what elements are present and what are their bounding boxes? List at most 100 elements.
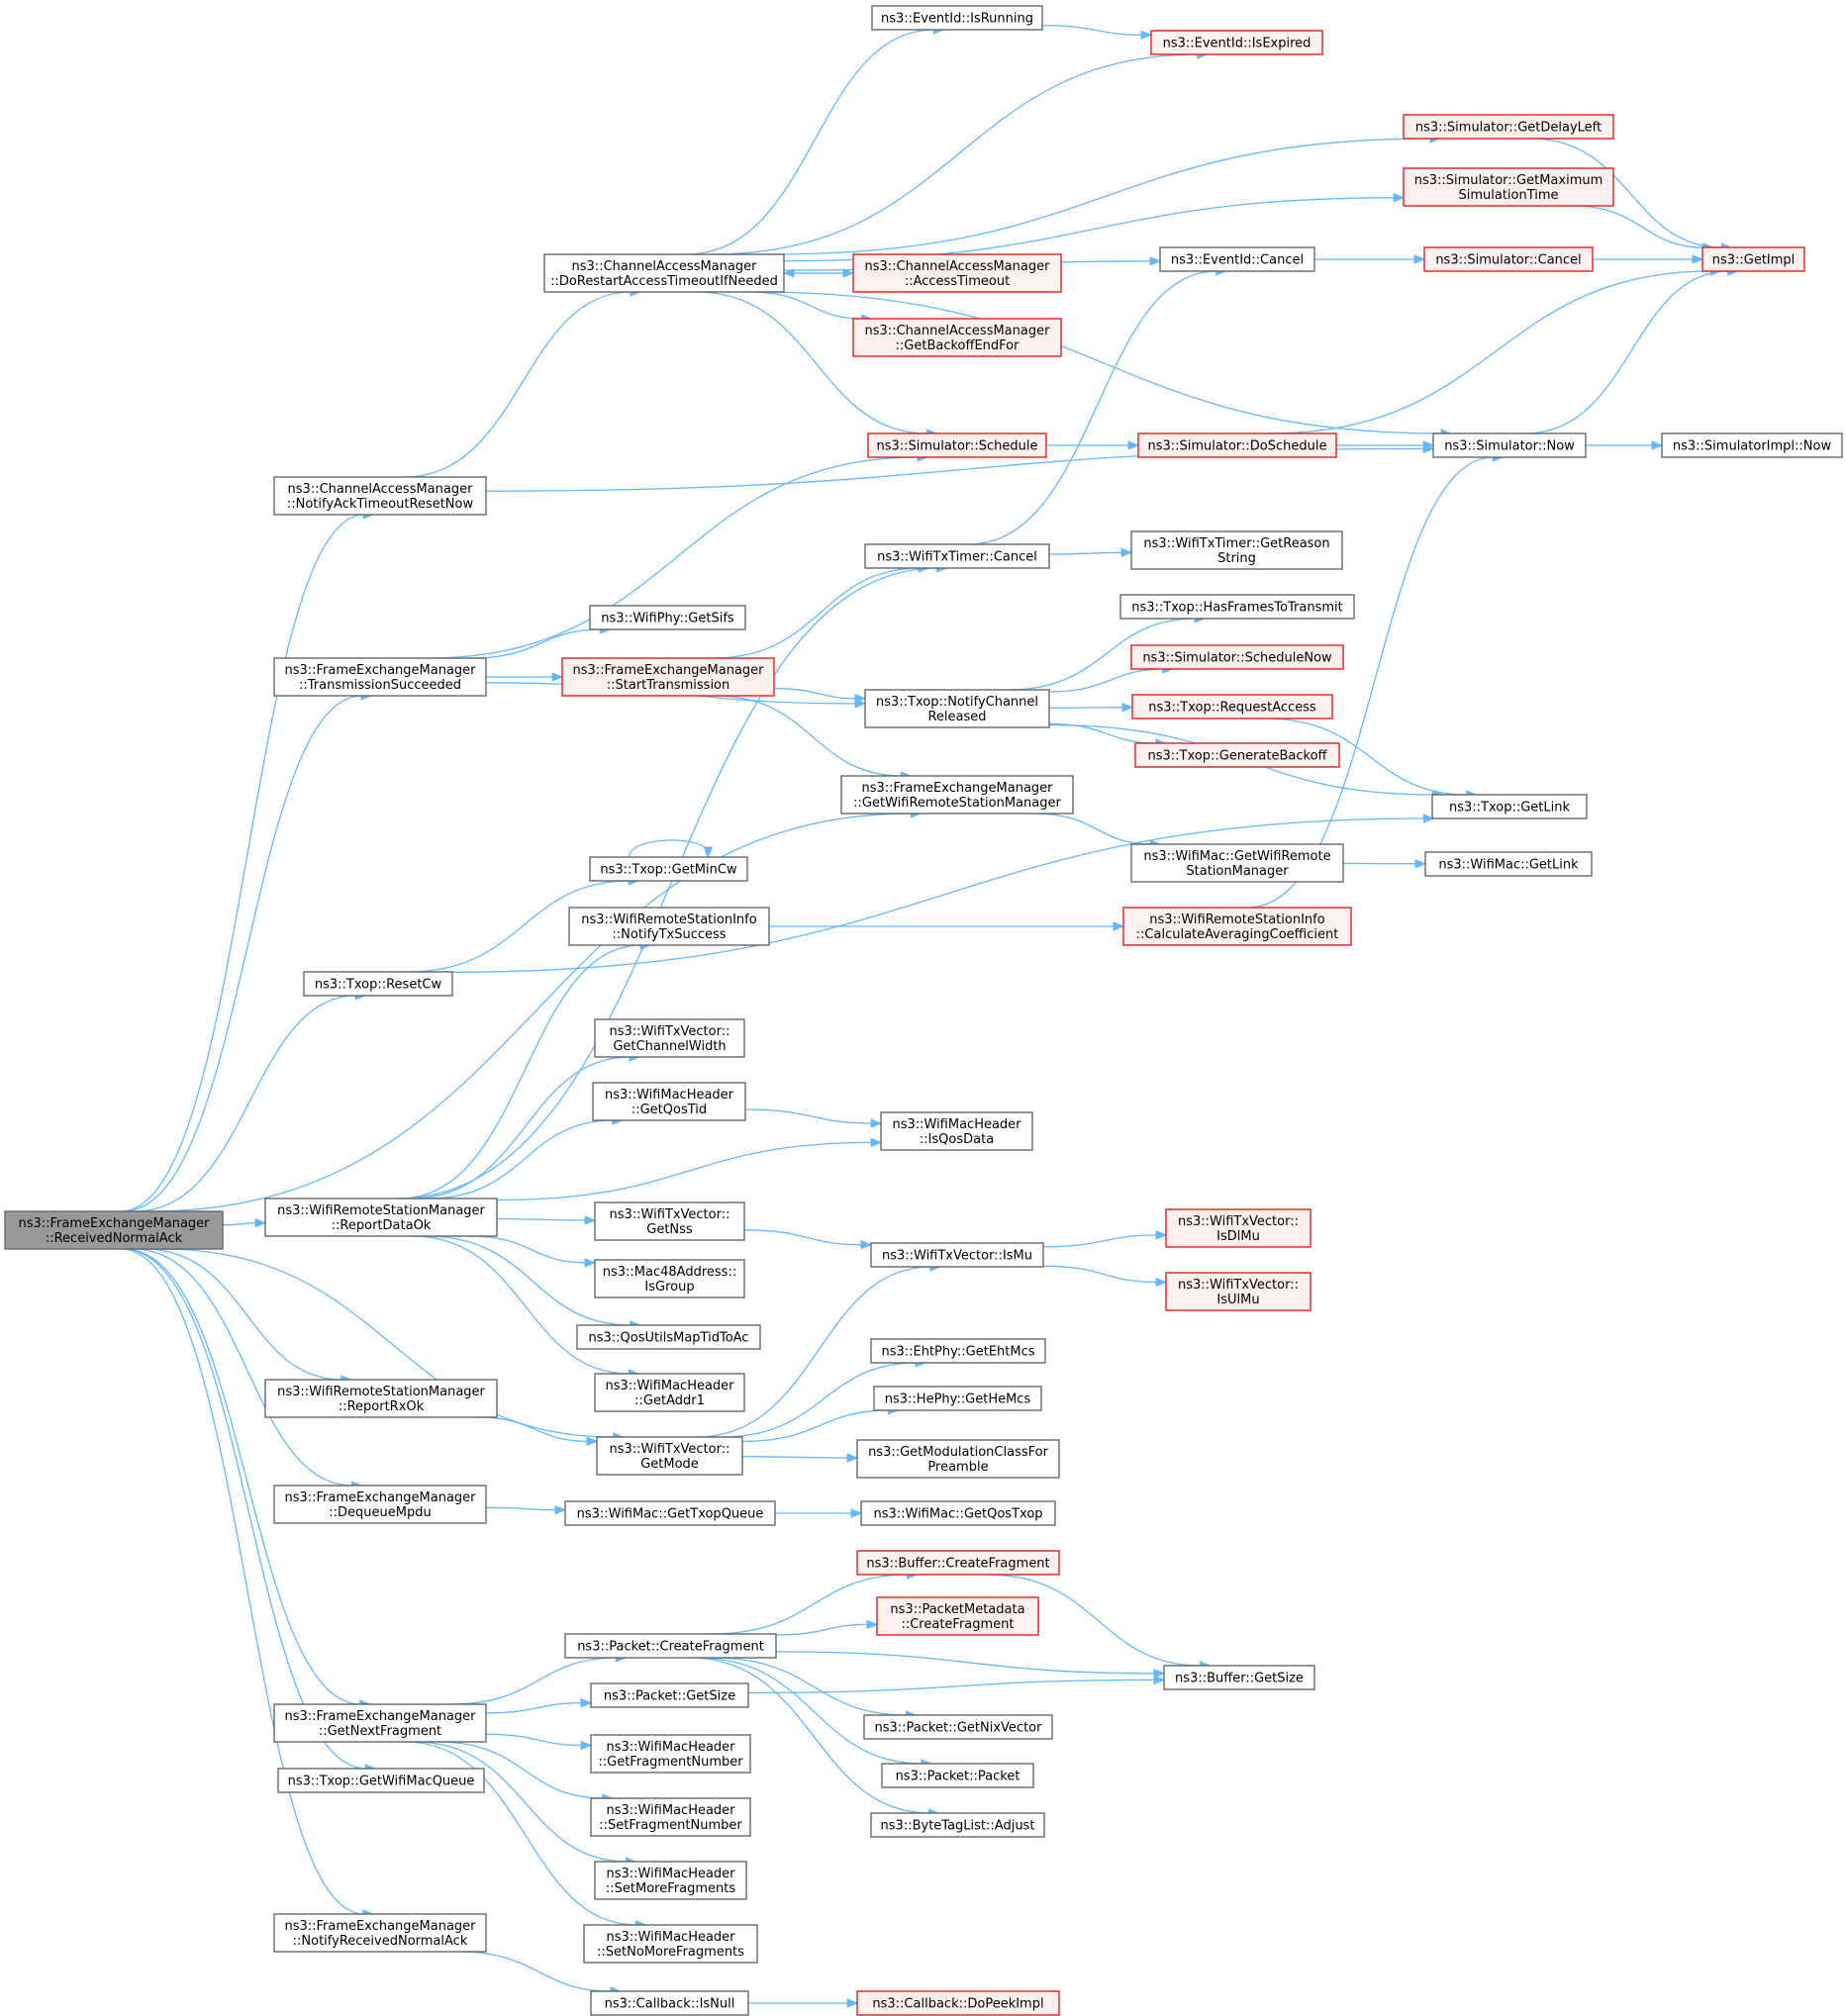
node-getAddr1[interactable]: ns3::WifiMacHeader::GetAddr1 — [594, 1373, 745, 1412]
node-genBackoff[interactable]: ns3::Txop::GenerateBackoff — [1134, 742, 1340, 768]
node-getQosTid[interactable]: ns3::WifiMacHeader::GetQosTid — [592, 1082, 746, 1121]
edge-arrowhead — [1393, 193, 1406, 203]
node-requestAccess[interactable]: ns3::Txop::RequestAccess — [1131, 694, 1333, 720]
node-getChanWidth[interactable]: ns3::WifiTxVector::GetChannelWidth — [594, 1018, 745, 1058]
node-getMinCw[interactable]: ns3::Txop::GetMinCw — [589, 856, 748, 882]
node-macIsGroup[interactable]: ns3::Mac48Address::IsGroup — [594, 1259, 745, 1298]
node-isMu[interactable]: ns3::WifiTxVector::IsMu — [870, 1242, 1044, 1268]
node-cbIsNull[interactable]: ns3::Callback::IsNull — [590, 1990, 749, 2016]
node-byteTagAdjust[interactable]: ns3::ByteTagList::Adjust — [870, 1812, 1045, 1838]
edge-getNextFrag-to-getFragNum — [485, 1733, 593, 1751]
node-simImplNow[interactable]: ns3::SimulatorImpl::Now — [1661, 432, 1843, 458]
node-qosMap[interactable]: ns3::QosUtilsMapTidToAc — [576, 1324, 761, 1350]
node-simNow[interactable]: ns3::Simulator::Now — [1432, 432, 1587, 458]
node-eventIsRunning[interactable]: ns3::EventId::IsRunning — [871, 5, 1043, 31]
node-pmCreateFrag[interactable]: ns3::PacketMetadata::CreateFragment — [876, 1596, 1039, 1636]
node-txopGetLink[interactable]: ns3::Txop::GetLink — [1431, 794, 1588, 819]
node-pktCreateFrag[interactable]: ns3::Packet::CreateFragment — [564, 1633, 777, 1659]
node-getFragNum[interactable]: ns3::WifiMacHeader::GetFragmentNumber — [590, 1734, 751, 1774]
node-label: ns3::GetModulationClassFor — [868, 1445, 1049, 1460]
edge-getMinCw-to-getMinCw — [629, 839, 714, 859]
node-femGetWrsm[interactable]: ns3::FrameExchangeManager::GetWifiRemote… — [840, 775, 1074, 815]
edge-arrowhead — [870, 1137, 883, 1148]
node-macGetWrsm[interactable]: ns3::WifiMac::GetWifiRemoteStationManage… — [1130, 843, 1344, 883]
node-box — [1130, 530, 1343, 570]
node-getHeMcs[interactable]: ns3::HePhy::GetHeMcs — [873, 1386, 1042, 1411]
node-label: ns3::Simulator::Now — [1444, 439, 1575, 454]
node-label: IsDlMu — [1216, 1229, 1260, 1244]
node-box — [1122, 907, 1352, 946]
node-macGetLink[interactable]: ns3::WifiMac::GetLink — [1424, 851, 1593, 877]
node-wrsiNotifyTx[interactable]: ns3::WifiRemoteStationInfo::NotifyTxSucc… — [568, 907, 770, 946]
node-camGetBackoff[interactable]: ns3::ChannelAccessManager::GetBackoffEnd… — [852, 318, 1062, 357]
edge-line — [747, 1679, 1156, 1694]
edge-macGetWrsm-to-macGetLink — [1342, 858, 1427, 869]
node-notifyAck[interactable]: ns3::ChannelAccessManager::NotifyAckTime… — [273, 476, 487, 516]
node-isDlMu[interactable]: ns3::WifiTxVector::IsDlMu — [1165, 1208, 1312, 1248]
node-box — [589, 856, 748, 882]
node-getNss[interactable]: ns3::WifiTxVector::GetNss — [594, 1201, 745, 1241]
node-transSucc[interactable]: ns3::FrameExchangeManager::TransmissionS… — [273, 657, 487, 697]
edge-line — [987, 1574, 1202, 1667]
node-pktGetSize[interactable]: ns3::Packet::GetSize — [590, 1682, 749, 1708]
node-calcAvg[interactable]: ns3::WifiRemoteStationInfo::CalculateAve… — [1122, 907, 1352, 946]
node-label: ns3::Callback::IsNull — [605, 1997, 735, 2012]
edge-arrowhead — [860, 1240, 873, 1250]
node-getNextFrag[interactable]: ns3::FrameExchangeManager::GetNextFragme… — [273, 1703, 487, 1743]
edge-line — [1048, 668, 1164, 693]
node-isQosData[interactable]: ns3::WifiMacHeader::IsQosData — [880, 1111, 1033, 1151]
node-camAccessTimeout[interactable]: ns3::ChannelAccessManager::AccessTimeout — [852, 253, 1062, 293]
node-setMoreFrag[interactable]: ns3::WifiMacHeader::SetMoreFragments — [594, 1861, 747, 1900]
node-startTx[interactable]: ns3::FrameExchangeManager::StartTransmis… — [561, 657, 775, 697]
node-isUlMu[interactable]: ns3::WifiTxVector::IsUlMu — [1165, 1272, 1312, 1311]
node-getTxopQueue[interactable]: ns3::WifiMac::GetTxopQueue — [564, 1500, 776, 1526]
edge-simNow-to-simImplNow — [1585, 440, 1664, 450]
node-doRestart[interactable]: ns3::ChannelAccessManager::DoRestartAcce… — [543, 253, 785, 293]
edge-getNss-to-isMu — [743, 1229, 873, 1250]
node-getMode[interactable]: ns3::WifiTxVector::GetMode — [596, 1436, 743, 1476]
edge-arrowhead — [1153, 1675, 1166, 1685]
node-getEhtMcs[interactable]: ns3::EhtPhy::GetEhtMcs — [870, 1338, 1046, 1364]
node-cbDoPeek[interactable]: ns3::Callback::DoPeekImpl — [856, 1990, 1060, 2016]
node-box — [863, 1714, 1053, 1740]
node-root[interactable]: ns3::FrameExchangeManager::ReceivedNorma… — [4, 1210, 224, 1250]
node-resetCw[interactable]: ns3::Txop::ResetCw — [303, 971, 453, 997]
node-box — [590, 1734, 751, 1774]
node-setNoMoreFrag[interactable]: ns3::WifiMacHeader::SetNoMoreFragments — [583, 1924, 758, 1964]
node-setFragNum[interactable]: ns3::WifiMacHeader::SetFragmentNumber — [590, 1797, 751, 1837]
node-notifyRecvAck[interactable]: ns3::FrameExchangeManager::NotifyReceive… — [273, 1913, 487, 1953]
node-getWifiMacQueue[interactable]: ns3::Txop::GetWifiMacQueue — [277, 1768, 485, 1793]
node-simDoSchedule[interactable]: ns3::Simulator::DoSchedule — [1137, 432, 1337, 458]
node-eventCancel[interactable]: ns3::EventId::Cancel — [1159, 246, 1315, 272]
node-label: ::StartTransmission — [607, 678, 730, 693]
node-txTimerCancel[interactable]: ns3::WifiTxTimer::Cancel — [864, 543, 1050, 569]
node-simScheduleNow[interactable]: ns3::Simulator::ScheduleNow — [1130, 644, 1344, 670]
node-bufGetSize[interactable]: ns3::Buffer::GetSize — [1163, 1665, 1315, 1690]
node-box — [264, 1379, 498, 1418]
node-simSchedule[interactable]: ns3::Simulator::Schedule — [867, 432, 1047, 458]
node-getSifs[interactable]: ns3::WifiPhy::GetSifs — [589, 605, 746, 630]
node-hasFrames[interactable]: ns3::Txop::HasFramesToTransmit — [1119, 594, 1355, 620]
edge-root-to-resetCw — [134, 991, 367, 1212]
node-simGetDelayLeft[interactable]: ns3::Simulator::GetDelayLeft — [1403, 114, 1614, 140]
node-pktPacket[interactable]: ns3::Packet::Packet — [881, 1763, 1034, 1788]
node-getQosTxop[interactable]: ns3::WifiMac::GetQosTxop — [860, 1500, 1056, 1526]
node-bufCreateFrag[interactable]: ns3::Buffer::CreateFragment — [856, 1550, 1060, 1576]
node-label: IsGroup — [644, 1280, 694, 1295]
node-eventIsExpired[interactable]: ns3::EventId::IsExpired — [1150, 30, 1323, 55]
edge-line — [451, 817, 1425, 973]
node-reportRxOk[interactable]: ns3::WifiRemoteStationManager::ReportRxO… — [264, 1379, 498, 1418]
node-getImpl[interactable]: ns3::GetImpl — [1701, 246, 1805, 272]
node-pktGetNix[interactable]: ns3::Packet::GetNixVector — [863, 1714, 1053, 1740]
node-reportDataOk[interactable]: ns3::WifiRemoteStationManager::ReportDat… — [264, 1198, 498, 1237]
node-label: ns3::WifiTxTimer::GetReason — [1143, 536, 1329, 551]
node-label: ns3::Simulator::GetDelayLeft — [1415, 121, 1602, 136]
node-dequeueMpdu[interactable]: ns3::FrameExchangeManager::DequeueMpdu — [273, 1485, 487, 1524]
node-simCancel[interactable]: ns3::Simulator::Cancel — [1423, 246, 1594, 272]
node-box — [590, 1990, 749, 2016]
